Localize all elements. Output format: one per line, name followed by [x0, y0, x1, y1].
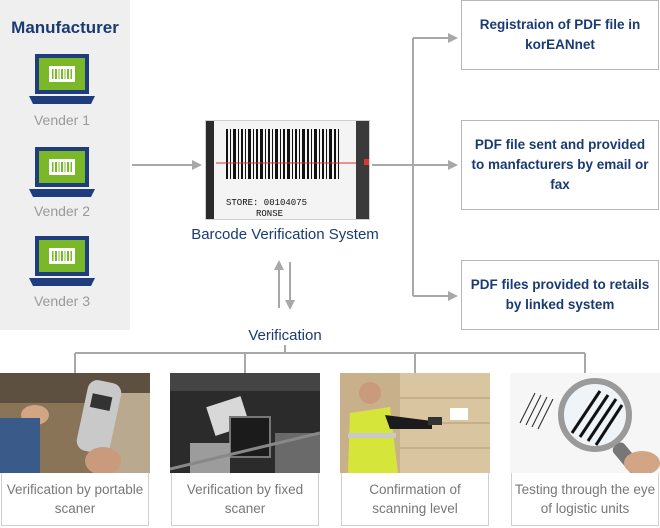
- system-label: Barcode Verification System: [191, 226, 379, 243]
- output-box-email: PDF file sent and provided to manfacture…: [461, 120, 659, 210]
- output-text-registration: Registraion of PDF file in korEANnet: [479, 17, 641, 52]
- barcode-scanner-image: STORE: 00104075 RONSE: [205, 120, 370, 220]
- verification-label: Verification: [248, 327, 322, 344]
- output-box-registration: Registraion of PDF file in korEANnet: [461, 0, 659, 70]
- laptop-icon: [29, 236, 95, 286]
- portable-scanner-photo: [0, 373, 150, 473]
- output-text-retail: PDF files provided to retails by linked …: [470, 277, 650, 312]
- laptop-icon: [29, 147, 95, 197]
- worker-scanning-photo: [340, 373, 490, 473]
- vendor-label-2: Vender 2: [33, 203, 91, 219]
- magnifier-photo: [510, 373, 660, 473]
- manufacturer-title: Manufacturer: [11, 18, 119, 37]
- fixed-scanner-photo: [170, 373, 320, 473]
- store-code-text: STORE: 00104075: [226, 198, 307, 208]
- output-text-email: PDF file sent and provided to manfacture…: [471, 137, 649, 192]
- caption-logistic-units: Testing through the eye of logistic unit…: [511, 473, 659, 526]
- caption-fixed-scanner: Verification by fixed scaner: [171, 473, 319, 526]
- vendor-label-1: Vender 1: [33, 112, 91, 128]
- output-box-retail: PDF files provided to retails by linked …: [461, 260, 659, 330]
- store-name-text: RONSE: [256, 209, 283, 219]
- caption-portable-scanner: Verification by portable scaner: [1, 473, 149, 526]
- caption-scanning-level: Confirmation of scanning level: [341, 473, 489, 526]
- vendor-label-3: Vender 3: [33, 293, 91, 309]
- laptop-icon: [29, 54, 95, 104]
